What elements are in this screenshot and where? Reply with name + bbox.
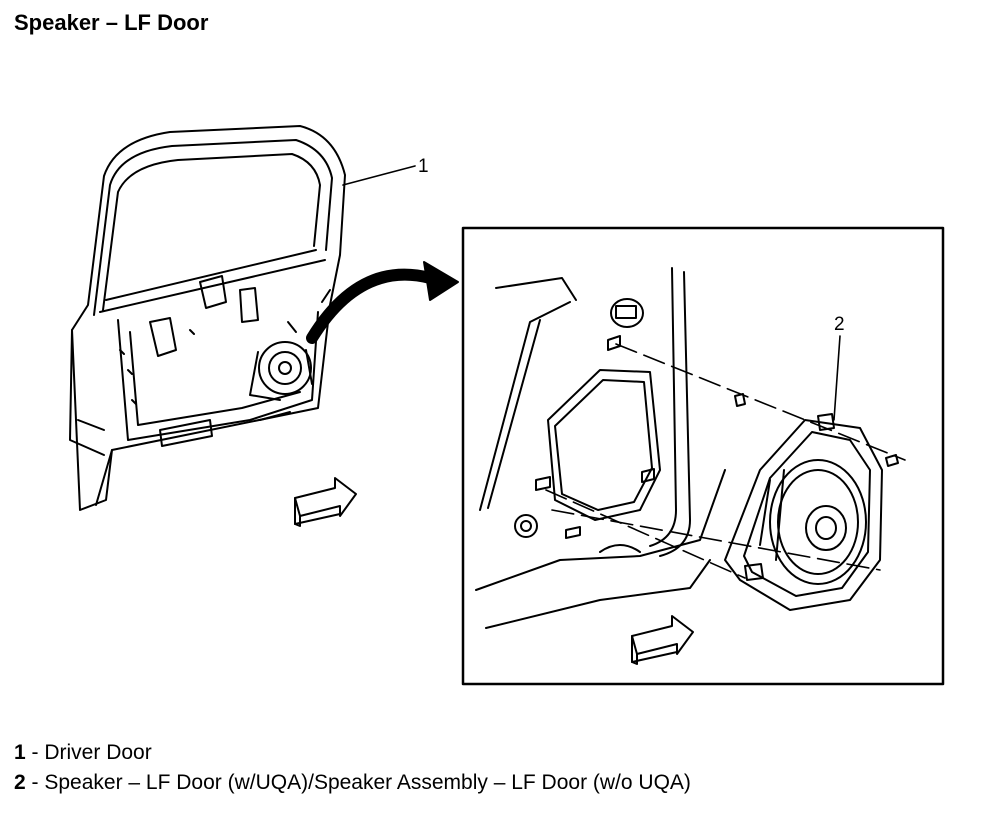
callout-1: 1	[418, 156, 429, 177]
legend: 1 - Driver Door 2 - Speaker – LF Door (w…	[14, 738, 691, 798]
page-title: Speaker – LF Door	[14, 10, 209, 35]
legend-number: 2	[14, 771, 26, 794]
legend-text: Speaker – LF Door (w/UQA)/Speaker Assemb…	[44, 771, 691, 794]
callout-2: 2	[834, 314, 845, 335]
door-inner-panel-detail	[475, 267, 726, 629]
driver-door-illustration	[69, 125, 346, 511]
legend-number: 1	[14, 741, 26, 764]
legend-item: 2 - Speaker – LF Door (w/UQA)/Speaker As…	[14, 768, 691, 798]
speaker-assembly-illustration	[724, 413, 883, 611]
legend-separator: -	[25, 771, 45, 794]
legend-item: 1 - Driver Door	[14, 738, 691, 768]
legend-text: Driver Door	[44, 741, 152, 764]
legend-separator: -	[25, 741, 45, 764]
